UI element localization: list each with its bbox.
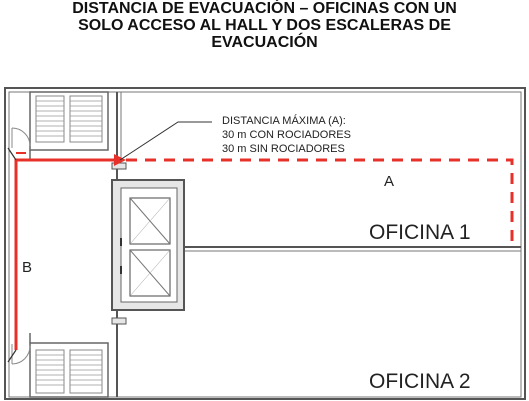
- elevator-car-1: [129, 197, 171, 245]
- office-1-label: OFICINA 1: [369, 221, 471, 244]
- callout-line-3: 30 m SIN ROCIADORES: [222, 143, 345, 155]
- office-2-door-jamb: [111, 317, 127, 325]
- callout-line-2: 30 m CON ROCIADORES: [222, 129, 351, 141]
- route-label-a: A: [384, 173, 394, 190]
- diagram-title: DISTANCIA DE EVACUACIÓN – OFICINAS CON U…: [0, 0, 529, 51]
- title-line-3: EVACUACIÓN: [211, 34, 318, 51]
- route-b-start-arrow: [7, 147, 17, 161]
- title-line-1: DISTANCIA DE EVACUACIÓN – OFICINAS CON U…: [72, 0, 457, 17]
- route-label-b: B: [22, 259, 32, 276]
- outer-wall: [4, 87, 526, 400]
- callout-leader: [119, 121, 212, 161]
- callout-line-1: DISTANCIA MÁXIMA (A):: [222, 114, 346, 127]
- title-line-2: SOLO ACCESO AL HALL Y DOS ESCALERAS DE: [78, 17, 451, 34]
- elevator-car-2: [129, 249, 171, 297]
- route-a-line: [126, 158, 514, 247]
- outer-wall-inner: [8, 91, 522, 398]
- elevator-core: [111, 179, 185, 311]
- office-2-label: OFICINA 2: [369, 370, 471, 393]
- route-b-line: [14, 158, 114, 350]
- route-b-end-arrow: [7, 349, 17, 363]
- upper-staircase: [11, 91, 109, 160]
- lower-staircase: [11, 333, 109, 398]
